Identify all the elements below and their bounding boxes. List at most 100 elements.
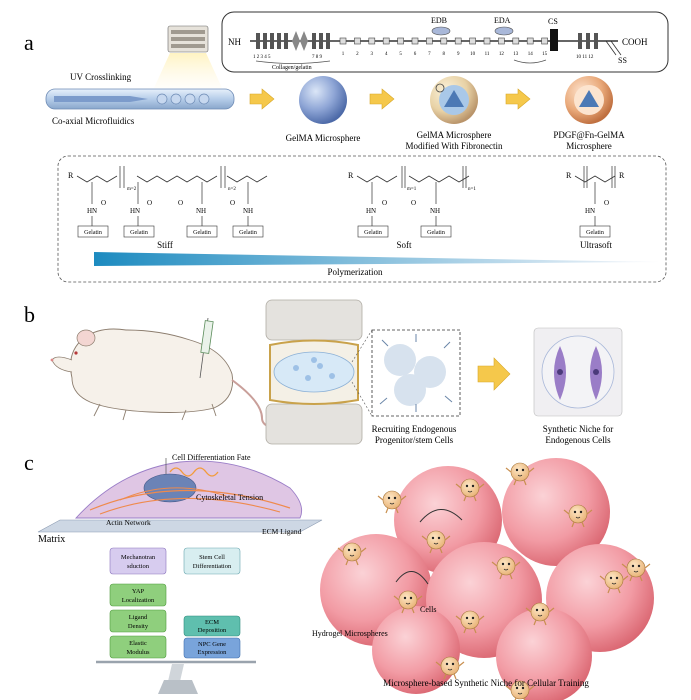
type-iii-module [368, 37, 376, 45]
stem-label-2: Differentiation [193, 563, 232, 570]
arrow-to-niche [477, 357, 511, 391]
type-iii-module [498, 37, 505, 45]
niche-label-2: Endogenous Cells [545, 435, 611, 445]
type-iii-module [397, 37, 404, 45]
stiff-subscript-m: m=2 [127, 187, 137, 192]
type-iii-module [526, 37, 534, 45]
ultrasoft-gelatin: Gelatin [586, 230, 604, 236]
module-number: 1 [342, 52, 345, 57]
stiff-subscript-n: n=2 [228, 187, 236, 192]
module-number: 6 [414, 52, 417, 57]
cs-label: CS [548, 17, 558, 26]
eda-label: EDA [494, 16, 511, 25]
type-iii-module [512, 37, 520, 45]
panel-letter-c: c [24, 450, 34, 475]
cell-icon [491, 556, 521, 580]
type-iii-modules [339, 37, 548, 45]
mechano-label-1: Mechanotran [121, 554, 156, 561]
r-group-stiff: R [68, 171, 74, 180]
soft-nh: NH [430, 207, 440, 215]
sphere3-label-1: PDGF@Fn-GelMA [553, 130, 625, 140]
cell-icon [377, 490, 407, 514]
sphere2-label-2: Modified With Fibronectin [406, 141, 503, 151]
tension-label: Cytoskeletal Tension [196, 493, 263, 502]
module-number: 2 [356, 52, 359, 57]
uv-lamp-icon [154, 25, 222, 88]
r-group-ultrasoft-right: R [619, 171, 625, 180]
ultrasoft-label: Ultrasoft [580, 240, 612, 250]
type-iii-module [426, 37, 433, 45]
cell-icon [337, 542, 367, 566]
stiff-gelatin-1: Gelatin [84, 230, 102, 236]
cs-domain [550, 29, 558, 51]
n-terminus-label: NH [228, 37, 241, 47]
stiff-nh-4: NH [243, 207, 253, 215]
cartoon-cells [337, 462, 651, 700]
recruit-label-1: Recruiting Endogenous [372, 424, 457, 434]
cell-icon [455, 478, 485, 502]
ultrasoft-hn: HN [585, 207, 595, 215]
uv-crosslinking-label: UV Crosslinking [70, 72, 132, 82]
type-iii-module [483, 37, 491, 45]
cell-icon [421, 530, 451, 554]
stiff-o-4: O [230, 199, 235, 207]
recruit-label-2: Progenitor/stem Cells [375, 435, 454, 445]
yap-label-1: YAP [132, 588, 145, 595]
soft-gelatin-1: Gelatin [364, 230, 382, 236]
module-number: 14 [528, 52, 534, 57]
stiff-o-3: O [178, 199, 183, 207]
cell-icon [563, 504, 593, 528]
type-iii-module [541, 37, 548, 45]
sphere3-label-2: Microsphere [566, 141, 611, 151]
npc-label-2: Expression [198, 649, 228, 656]
ligand-label-2: Density [128, 623, 149, 630]
synthetic-niche-illustration [533, 327, 623, 417]
type-iii-module [411, 37, 419, 45]
type-iii-module [440, 37, 448, 45]
type-iii-module [354, 37, 361, 45]
collagen-gelatin-label: Collagen/gelatin [272, 65, 312, 71]
cell-icon [455, 610, 485, 634]
stiff-label: Stiff [157, 240, 173, 250]
yap-label-2: Localization [122, 597, 155, 604]
module-number: 5 [399, 52, 402, 57]
soft-subscript-m: m=1 [407, 187, 417, 192]
edb-label: EDB [431, 16, 447, 25]
soft-label: Soft [396, 240, 412, 250]
npc-label-1: NPC Gene [198, 641, 226, 648]
module-number: 10 [470, 52, 476, 57]
intervertebral-disc-illustration [265, 299, 363, 445]
module-number: 15 [542, 52, 548, 57]
rat-illustration [50, 317, 301, 430]
ecm-dep-label-2: Deposition [198, 627, 227, 634]
stiff-hn-2: HN [130, 207, 140, 215]
sphere1-label-1: GelMA Microsphere [286, 133, 361, 143]
cells-label: Cells [420, 605, 436, 614]
module-number: 12 [499, 52, 505, 57]
stiff-o-1: O [101, 199, 106, 207]
niche-label-1: Synthetic Niche for [543, 424, 613, 434]
type-iii-module [469, 37, 476, 45]
c-terminal-numbers: 10 11 12 [576, 55, 594, 60]
fate-label: Cell Differentiation Fate [172, 453, 251, 462]
process-arrows-a [249, 88, 531, 110]
r-group-ultrasoft-left: R [566, 171, 572, 180]
mechanobiology-boxes [96, 547, 256, 694]
module-number: 3 [371, 52, 374, 57]
eda-domain [494, 26, 514, 36]
cell-icon [393, 590, 423, 614]
caption-label: Microsphere-based Synthetic Niche for Ce… [383, 678, 589, 688]
type-i-modules [256, 31, 330, 51]
cell-icon [435, 656, 465, 680]
stiff-nh-3: NH [196, 207, 206, 215]
polymerization-label: Polymerization [328, 267, 383, 277]
module-number: 8 [443, 52, 446, 57]
dna-strand-icon [169, 467, 219, 477]
module-number: 13 [513, 52, 519, 57]
syringe-icon [200, 320, 214, 354]
ecm-ligand-label: ECM Ligand [262, 527, 302, 536]
matrix-label: Matrix [38, 534, 65, 545]
left-module-numbers: 1 2 3 4 5 [253, 55, 271, 60]
